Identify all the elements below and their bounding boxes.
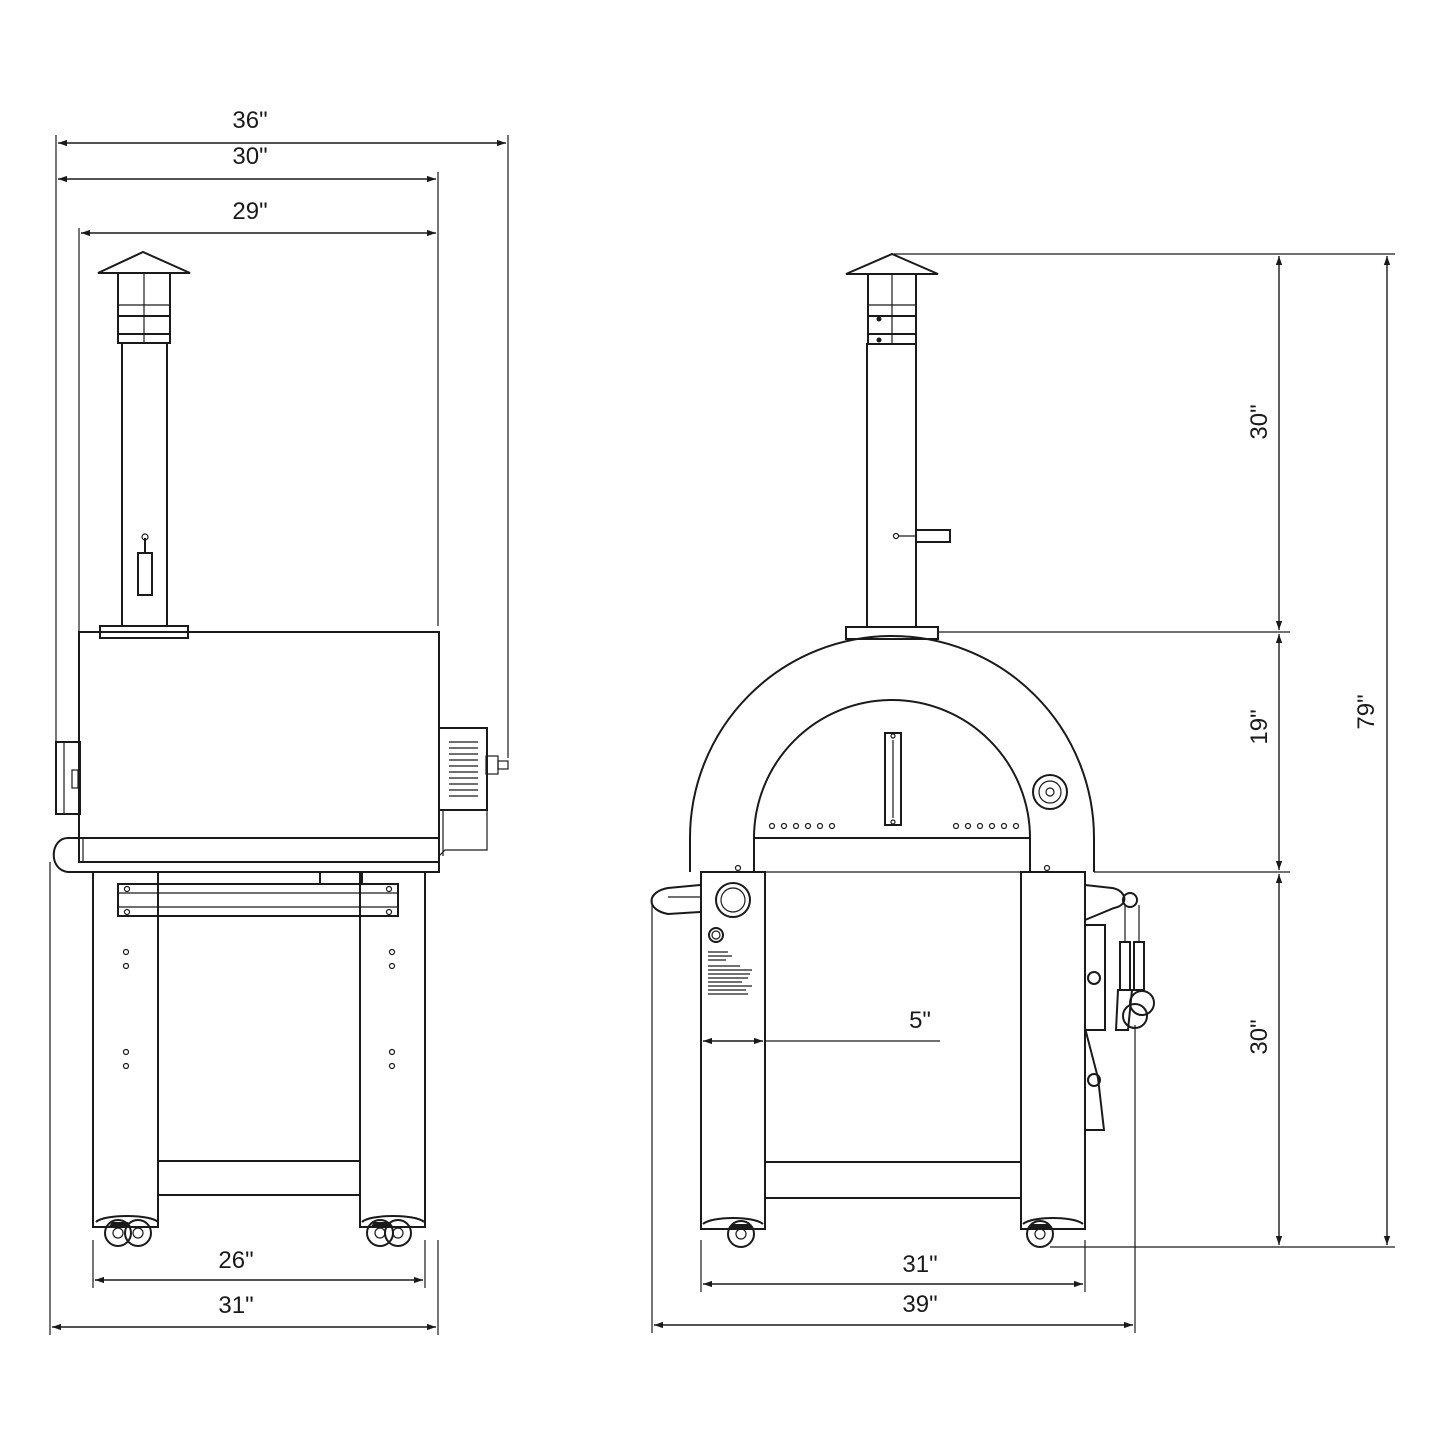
side-view: 36" 30" 29" 26" 31"	[49, 107, 509, 1335]
label-29in: 29"	[232, 198, 267, 225]
side-chimney	[97, 250, 191, 639]
label-30in-chimney: 30"	[1246, 404, 1273, 439]
side-casters	[95, 1215, 425, 1247]
label-36in: 36"	[232, 107, 267, 134]
front-casters	[702, 1217, 1084, 1248]
igniter-button	[708, 927, 724, 943]
side-gas-box	[438, 727, 509, 857]
label-26in: 26"	[218, 1247, 253, 1274]
side-dimensions: 36" 30" 29" 26" 31"	[49, 107, 509, 1335]
label-31in-side: 31"	[218, 1292, 253, 1319]
label-5in: 5"	[909, 1007, 931, 1034]
front-chimney	[845, 252, 951, 640]
side-oven-body	[52, 631, 509, 873]
thermometer-gauge	[1032, 774, 1068, 810]
label-31in-front: 31"	[902, 1251, 937, 1278]
label-39in: 39"	[902, 1291, 937, 1318]
front-control-panel	[650, 882, 752, 995]
control-knob	[715, 882, 751, 918]
front-stand	[700, 871, 1155, 1248]
front-view: 30" 19" 30" 79" 5" 31" 39"	[650, 252, 1395, 1333]
label-30in-stand: 30"	[1246, 1019, 1273, 1054]
front-dimensions: 30" 19" 30" 79" 5" 31" 39"	[651, 253, 1395, 1333]
peel-hook-accessories	[1084, 884, 1155, 1131]
label-79in: 79"	[1353, 694, 1380, 729]
label-30in-width: 30"	[232, 143, 267, 170]
front-oven-dome	[689, 635, 1095, 872]
side-stand	[92, 871, 426, 1247]
label-19in: 19"	[1246, 709, 1273, 744]
